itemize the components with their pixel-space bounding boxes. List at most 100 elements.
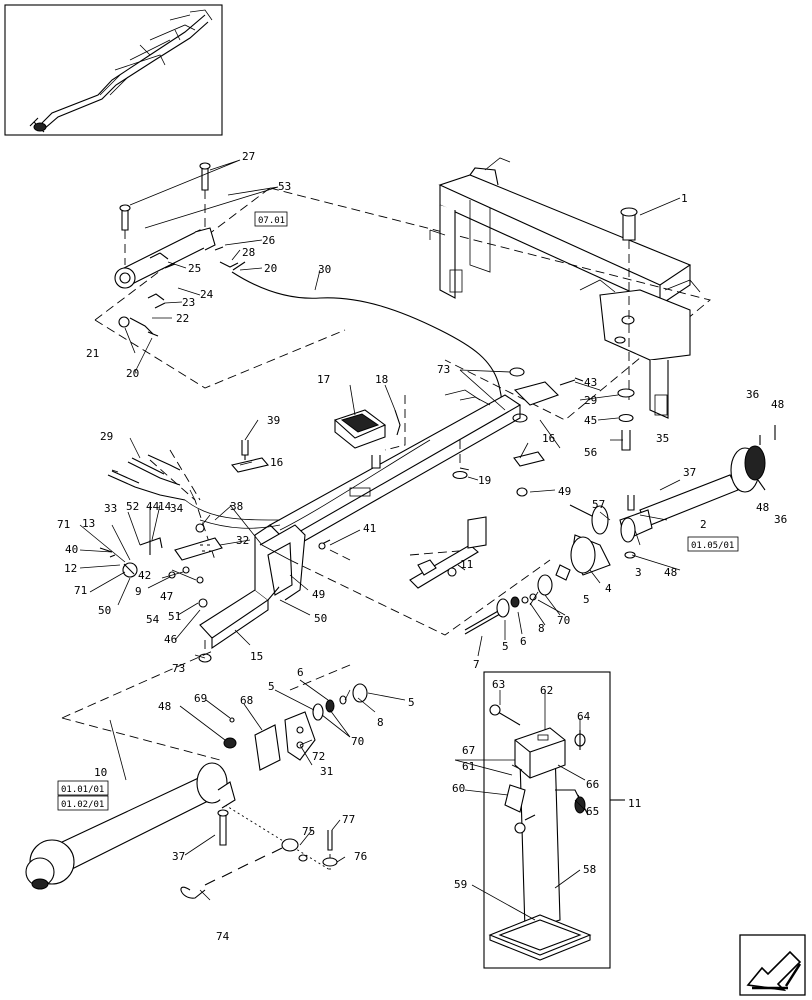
pto-driveline-upper	[537, 425, 776, 596]
ref-07-01-label: 07.01	[258, 216, 285, 226]
callout-39: 39	[267, 414, 280, 427]
callout-1: 1	[681, 192, 688, 205]
callout-36a: 36	[746, 388, 759, 401]
callout-45: 45	[584, 414, 597, 427]
callout-48a: 48	[771, 398, 784, 411]
ref-01-05-01-label: 01.05/01	[691, 541, 734, 551]
callout-48c: 48	[664, 566, 677, 579]
callout-23: 23	[182, 296, 195, 309]
callout-61: 61	[462, 760, 475, 773]
callout-5a: 5	[583, 593, 590, 606]
callout-37b: 37	[172, 850, 185, 863]
callout-12: 12	[64, 562, 77, 575]
callout-57: 57	[592, 498, 605, 511]
ref-box-07-01[interactable]: 07.01	[254, 211, 288, 227]
callout-48b: 48	[756, 501, 769, 514]
callout-48d: 48	[158, 700, 171, 713]
ref-box-01-01-01[interactable]: 01.01/01	[57, 780, 109, 796]
callout-43: 43	[584, 376, 597, 389]
callout-51: 51	[168, 610, 181, 623]
callout-63: 63	[492, 678, 505, 691]
safety-chain	[180, 830, 338, 899]
callout-67: 67	[462, 744, 475, 757]
callout-5c: 5	[268, 680, 275, 693]
callout-65: 65	[586, 805, 599, 818]
callout-5d: 5	[408, 696, 415, 709]
callout-16a: 16	[270, 456, 283, 469]
callout-37a: 37	[683, 466, 696, 479]
callout-46: 46	[164, 633, 177, 646]
callout-2: 2	[700, 518, 707, 531]
ref-01-02-01-label: 01.02/01	[61, 800, 104, 810]
callout-29a: 29	[100, 430, 113, 443]
callout-77: 77	[342, 813, 355, 826]
overview-thumbnail[interactable]	[4, 4, 223, 136]
callout-labels: 1 2 3 4 5 5 5 5 6 6 7 8 8 9 10 11 11 12 …	[57, 150, 787, 943]
callout-7: 7	[473, 658, 480, 671]
callout-60: 60	[452, 782, 465, 795]
callout-28: 28	[242, 246, 255, 259]
callout-4: 4	[605, 582, 612, 595]
callout-41: 41	[363, 522, 376, 535]
mainframe-assembly	[94, 157, 711, 451]
callout-62: 62	[540, 684, 553, 697]
electrical-bracket-parts	[99, 523, 223, 608]
ref-box-01-02-01[interactable]: 01.02/01	[57, 795, 109, 811]
callout-50a: 50	[98, 604, 111, 617]
callout-66: 66	[586, 778, 599, 791]
callout-14: 14	[158, 500, 172, 513]
jack-detail-panel	[483, 671, 625, 969]
callout-13: 13	[82, 517, 95, 530]
callout-15: 15	[250, 650, 263, 663]
callout-11a: 11	[460, 558, 473, 571]
callout-71b: 71	[74, 584, 87, 597]
callout-26: 26	[262, 234, 275, 247]
callout-20b: 20	[126, 367, 139, 380]
callout-54: 54	[146, 613, 160, 626]
pto-driveline-lower	[25, 762, 236, 890]
callout-50b: 50	[314, 612, 327, 625]
callout-10: 10	[94, 766, 107, 779]
callout-47: 47	[160, 590, 173, 603]
callout-72: 72	[312, 750, 325, 763]
callout-49b: 49	[312, 588, 325, 601]
callout-74: 74	[216, 930, 230, 943]
callout-29b: 29	[584, 394, 597, 407]
hose-fittings-left	[107, 454, 281, 529]
drawbar-tongue	[198, 394, 522, 663]
hydraulic-hose	[231, 271, 502, 421]
callout-25: 25	[188, 262, 201, 275]
callout-70b: 70	[351, 735, 364, 748]
callout-53: 53	[278, 180, 291, 193]
callout-42: 42	[138, 569, 151, 582]
callout-71a: 71	[57, 518, 70, 531]
callout-38: 38	[230, 500, 243, 513]
back-arrow-icon[interactable]	[739, 934, 806, 996]
callout-3: 3	[635, 566, 642, 579]
callout-75: 75	[302, 825, 315, 838]
callout-21: 21	[86, 347, 99, 360]
callout-52: 52	[126, 500, 139, 513]
bolt-39	[241, 440, 249, 456]
callout-6a: 6	[520, 635, 527, 648]
callout-76: 76	[354, 850, 367, 863]
callout-11b: 11	[628, 797, 641, 810]
callout-16b: 16	[542, 432, 555, 445]
callout-49a: 49	[558, 485, 571, 498]
ref-box-01-05-01[interactable]: 01.05/01	[687, 536, 739, 552]
hub-bolt-assembly	[464, 593, 537, 635]
ref-01-01-01-label: 01.01/01	[61, 785, 104, 795]
callout-5b: 5	[502, 640, 509, 653]
callout-8a: 8	[538, 622, 545, 635]
callout-58: 58	[583, 863, 596, 876]
hydraulic-cylinder	[114, 162, 246, 337]
callout-27: 27	[242, 150, 255, 163]
callout-18: 18	[375, 373, 388, 386]
callout-9: 9	[135, 585, 142, 598]
callout-6b: 6	[297, 666, 304, 679]
callout-64: 64	[577, 710, 591, 723]
callout-36b: 36	[774, 513, 787, 526]
callout-35: 35	[656, 432, 669, 445]
